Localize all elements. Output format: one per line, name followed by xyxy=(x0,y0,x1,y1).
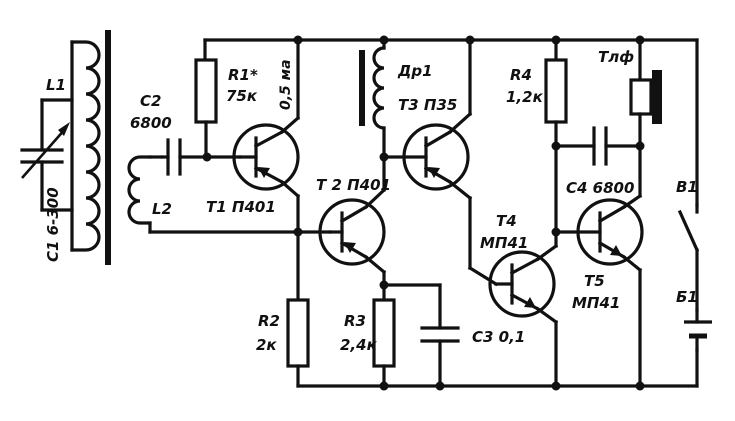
junction-bottom-t5 xyxy=(635,381,645,391)
c1-arrow-head xyxy=(58,122,70,136)
junction-t3-base xyxy=(379,152,389,162)
junction-top-r4 xyxy=(551,35,561,45)
c3-label: C3 0,1 xyxy=(472,328,525,346)
t5-collector xyxy=(597,204,627,224)
l2-coil xyxy=(127,155,152,225)
t3-label: T3 П35 xyxy=(398,96,457,114)
supply-rails xyxy=(203,38,699,388)
transistor-t3: T3 П35 xyxy=(379,35,499,287)
t5-emitter-arrow xyxy=(610,245,622,256)
t1-collector-out xyxy=(279,115,301,135)
input-tank-circuit: L1 C1 6-300 xyxy=(20,30,111,265)
t5-type: МП41 xyxy=(572,294,620,312)
battery-b1: Б1 xyxy=(676,288,712,352)
junction-top-t3 xyxy=(465,35,475,45)
coupling-coil-l2: L2 xyxy=(127,155,332,234)
t3-emitter-out xyxy=(447,179,473,201)
r2-body xyxy=(286,298,310,368)
t3-emitter-arrow xyxy=(428,167,440,178)
battery-label: Б1 xyxy=(676,288,698,306)
capacitor-c4: C4 6800 xyxy=(554,126,645,197)
r3-value: 2,4к xyxy=(340,336,378,354)
r4-body xyxy=(544,58,568,124)
t1-label: T1 П401 xyxy=(206,198,276,216)
resistor-r3: R3 2,4к xyxy=(340,298,396,388)
resistor-r4: R4 1,2к xyxy=(506,35,568,237)
junction-bottom-r3 xyxy=(379,381,389,391)
b1-blade xyxy=(677,209,700,253)
l1-coil xyxy=(70,40,101,252)
r1-body xyxy=(194,58,218,124)
transistor-t4: T4 МП41 xyxy=(480,212,559,388)
r4-value: 1,2к xyxy=(506,88,544,106)
t1-collector xyxy=(253,129,285,149)
t2-label: T 2 П401 xyxy=(316,176,391,194)
r3-body xyxy=(372,298,396,368)
t1-emitter-arrow xyxy=(258,167,270,178)
b1-label: B1 xyxy=(676,178,698,196)
t4-type: МП41 xyxy=(480,234,528,252)
c4-label: C4 6800 xyxy=(566,179,634,197)
junction-top-tlf xyxy=(635,35,645,45)
t4-body xyxy=(488,250,556,318)
t5-name: T5 xyxy=(584,272,605,290)
t4-name: T4 xyxy=(496,212,517,230)
r1-value: 75к xyxy=(226,87,258,105)
t2-body xyxy=(318,198,386,266)
c2-name: C2 xyxy=(140,92,161,110)
resistor-r2: R2 2к xyxy=(256,230,310,388)
r4-name: R4 xyxy=(510,66,532,84)
r2-name: R2 xyxy=(258,312,280,330)
capacitor-c3: C3 0,1 xyxy=(382,283,525,388)
l1-label: L1 xyxy=(46,76,66,94)
t4-emitter-out xyxy=(535,306,559,325)
resistor-r1: R1* 75к 0,5 ма xyxy=(194,38,294,159)
tlf-label: Тлф xyxy=(598,48,634,66)
c1-label: C1 6-300 xyxy=(44,187,62,262)
tlf-membrane xyxy=(652,70,662,124)
dr1-coil xyxy=(372,46,386,130)
transistor-t1: T1 П401 xyxy=(206,35,303,237)
tlf-body xyxy=(629,78,653,116)
t2-emitter-arrow xyxy=(344,242,356,253)
current-label: 0,5 ма xyxy=(278,59,294,110)
t5-collector-out xyxy=(621,193,643,210)
t4-collector-out xyxy=(535,243,559,262)
t5-emitter-out xyxy=(621,254,643,273)
headphone-telephone: Тлф xyxy=(598,35,662,198)
dr1-label: Др1 xyxy=(397,62,433,80)
junction-top-dr1 xyxy=(379,35,389,45)
t3-collector xyxy=(423,129,453,149)
t4-emitter-arrow xyxy=(524,297,536,308)
c2-value: 6800 xyxy=(130,114,172,132)
t4-collector xyxy=(509,256,541,276)
r2-value: 2к xyxy=(256,336,277,354)
t1-body xyxy=(232,123,300,191)
l2-label: L2 xyxy=(152,200,172,218)
r1-name: R1* xyxy=(228,66,258,84)
capacitor-c2: C2 6800 xyxy=(130,92,242,176)
junction-bottom-c3 xyxy=(435,381,445,391)
t3-collector-out xyxy=(447,111,473,135)
t2-collector-out xyxy=(363,187,387,210)
t2-emitter-out xyxy=(363,254,387,275)
junction-bottom-t4 xyxy=(551,381,561,391)
c1-variable-arrow xyxy=(21,127,67,179)
choke-dr1: Др1 xyxy=(359,35,433,159)
transistor-t2: T 2 П401 xyxy=(316,155,391,302)
t1-emitter-out xyxy=(279,179,301,199)
t2-collector xyxy=(339,204,369,224)
switch-b1: B1 xyxy=(676,178,700,312)
junction-top-t1 xyxy=(293,35,303,45)
transistor-t5: T5 МП41 xyxy=(554,193,644,388)
r3-name: R3 xyxy=(344,312,366,330)
